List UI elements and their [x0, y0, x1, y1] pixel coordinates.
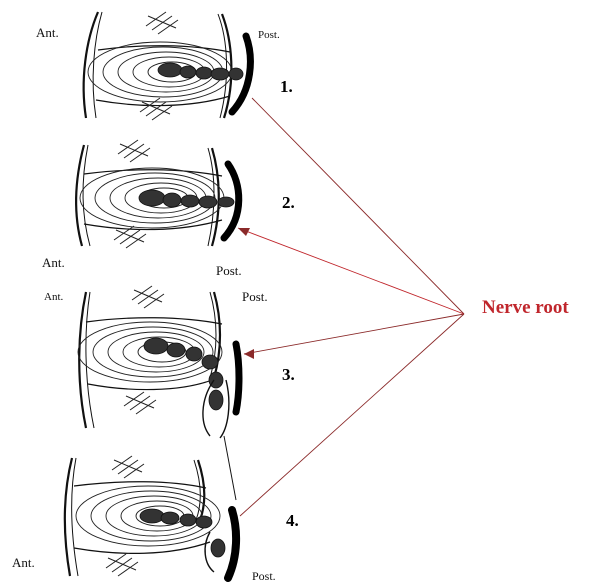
stage-number-2: 2. — [282, 194, 295, 211]
ant-label-4: Ant. — [12, 556, 35, 569]
connector-line — [224, 436, 236, 500]
post-label-1: Post. — [258, 30, 280, 41]
segment-2 — [76, 140, 239, 248]
nerve-root-label: Nerve root — [482, 298, 569, 317]
ant-label-3: Ant. — [44, 292, 63, 303]
stage-number-4: 4. — [286, 512, 299, 529]
segment-1 — [84, 12, 251, 120]
pointer-line-2 — [238, 228, 464, 314]
stage-number-3: 3. — [282, 366, 295, 383]
ant-label-2: Ant. — [42, 256, 65, 269]
stage-number-1: 1. — [280, 78, 293, 95]
nerve-root-pointers — [238, 98, 464, 516]
post-label-4: Post. — [252, 570, 276, 582]
segment-4 — [65, 456, 236, 578]
post-label-3: Post. — [242, 290, 268, 303]
pointer-line-3 — [244, 314, 464, 354]
pointer-line-4 — [240, 314, 464, 516]
segment-3 — [78, 286, 239, 438]
ant-label-1: Ant. — [36, 26, 59, 39]
post-label-2: Post. — [216, 264, 242, 277]
